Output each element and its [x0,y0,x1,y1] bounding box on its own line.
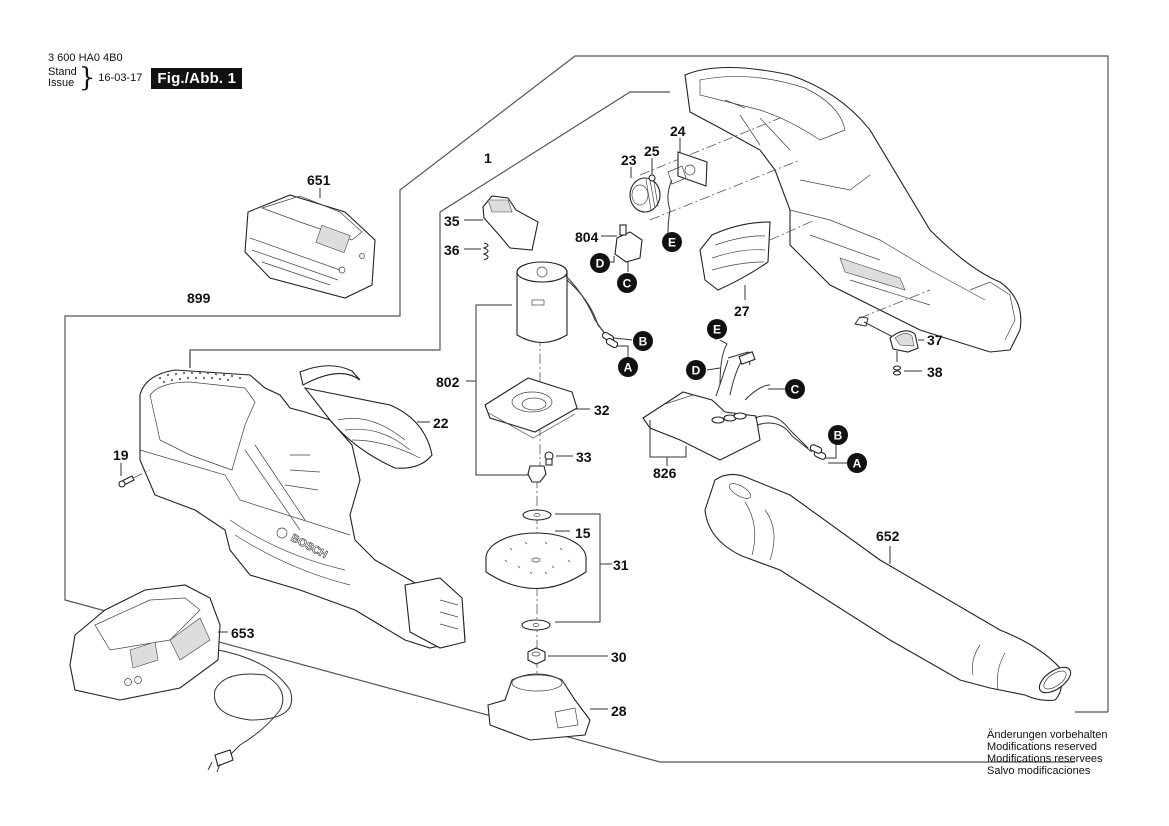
screw-19 [118,475,135,488]
nut-30 [527,647,546,665]
motor-adapter [527,465,547,483]
bracket-826 [649,420,687,458]
callout-E-module: E [707,319,727,339]
spring-38 [892,365,902,376]
label-24: 24 [670,123,686,139]
charger-653 [69,584,292,773]
issue-label: Issue [48,77,75,89]
battery-pack-651 [244,188,376,299]
callout-A-module: A [847,453,867,473]
svg-text:A: A [853,457,862,471]
label-36: 36 [444,242,460,258]
electronics-826 [642,339,827,461]
svg-text:C: C [791,383,800,397]
label-38: 38 [927,364,943,380]
svg-text:D: D [596,257,605,271]
air-guide-27 [699,221,771,291]
bracket-31 [555,513,601,623]
fan-housing-28 [487,673,591,741]
grip-texture-dots [158,371,242,384]
callout-C-switch: C [617,273,637,293]
label-1: 1 [484,150,492,166]
callout-B-motor: B [633,331,653,351]
switch-board-24 [667,151,708,233]
lock-button-35 [482,195,539,251]
blower-body: BOSCH [139,369,466,649]
label-31: 31 [613,557,629,573]
blower-tube-652 [704,473,1072,701]
callout-D-module: D [686,360,706,380]
lead-B-motor [613,337,633,341]
part-number: 3 600 HA0 4B0 [48,52,123,64]
issue-date: 16-03-17 [98,72,143,84]
label-28: 28 [611,703,627,719]
label-23: 23 [621,152,637,168]
note-spanish: Salvo modificaciones [987,765,1091,777]
lead-A-motor [616,345,629,358]
frame-899 [64,55,1109,763]
screw-25 [648,174,656,182]
label-804: 804 [575,229,599,245]
label-35: 35 [444,213,460,229]
label-802: 802 [436,374,460,390]
svg-text:E: E [668,236,676,250]
label-652: 652 [876,528,900,544]
lead-B-module [826,441,837,459]
housing-right-half [684,67,1022,353]
callout-B-module: B [828,425,848,445]
issue-block: Stand Issue } 16-03-17 Fig./Abb. 1 [48,63,243,93]
label-37: 37 [927,332,943,348]
svg-text:C: C [623,277,632,291]
label-25: 25 [644,143,660,159]
label-653: 653 [231,625,255,641]
bracket-802 [475,304,535,476]
stand-label: Stand [48,66,77,78]
plate-screw-33 [544,451,554,466]
label-27: 27 [734,303,750,319]
stand-issue-labels: Stand Issue [48,67,77,89]
lead-D-module [706,367,721,371]
svg-text:E: E [713,323,721,337]
svg-text:D: D [692,364,701,378]
adjusting-wheel-23 [629,177,661,213]
callout-E-board: E [662,232,682,252]
motor-plate-32 [484,377,578,439]
label-899: 899 [187,290,211,306]
label-826: 826 [653,465,677,481]
label-19: 19 [113,447,129,463]
brace-icon: } [78,63,96,93]
label-33: 33 [576,449,592,465]
svg-text:B: B [639,335,648,349]
label-30: 30 [611,649,627,665]
label-22: 22 [433,415,449,431]
modification-notes: Änderungen vorbehalten Modifications res… [987,729,1107,777]
cover-cap-22 [299,365,433,469]
spring-36 [482,242,489,261]
callout-D-switch: D [590,253,610,273]
svg-text:A: A [624,361,633,375]
washer-bottom [521,619,551,631]
callout-A-motor: A [618,357,638,377]
svg-text:B: B [834,429,843,443]
motor-802 [516,261,619,349]
switch-804 [614,224,643,263]
washer-top [522,509,552,521]
label-32: 32 [594,402,610,418]
label-651: 651 [307,172,331,188]
label-15: 15 [575,525,591,541]
note-german: Änderungen vorbehalten [987,729,1108,741]
note-french: Modifications reservees [987,753,1103,765]
callout-C-module: C [785,379,805,399]
fan-wheel-15 [485,532,587,589]
figure-badge: Fig./Abb. 1 [151,67,243,89]
trigger-37 [854,316,919,353]
note-english: Modifications reserved [987,741,1098,753]
